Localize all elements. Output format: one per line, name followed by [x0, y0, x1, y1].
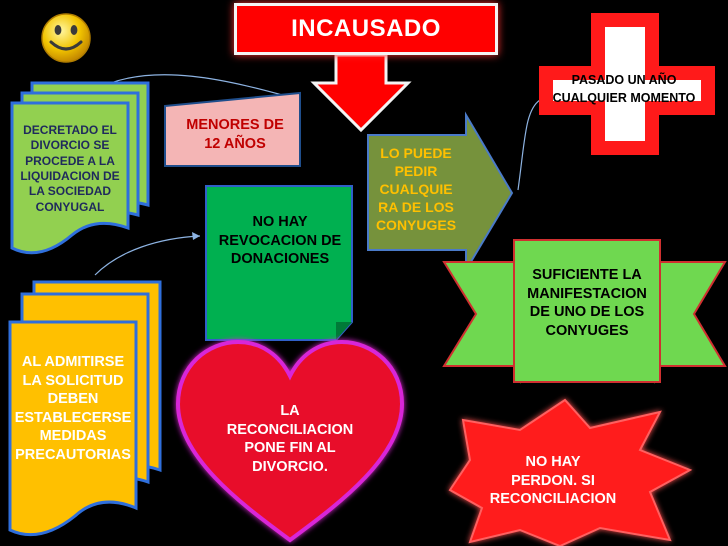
- connector-arrowhead: [192, 232, 200, 240]
- menores-shape: [164, 91, 301, 167]
- reconciliacion-text: LA RECONCILIACION PONE FIN AL DIVORCIO.: [226, 403, 354, 475]
- smiley-face-icon: [41, 13, 91, 63]
- lo-puede-text: LO PUEDE PEDIR CUALQUIE RA DE LOS CONYUG…: [375, 145, 457, 233]
- revocacion-note: [205, 185, 353, 341]
- pasado-text: PASADO UN AÑO CUALQUIER MOMENTO: [552, 73, 696, 106]
- decretado-document-stack: [10, 81, 150, 255]
- reconciliacion-heart: [175, 339, 405, 543]
- title-down-arrow: [310, 53, 412, 133]
- perdon-starburst: [448, 398, 693, 546]
- connector-decretado-revocacion: [94, 235, 201, 276]
- page-title: INCAUSADO: [291, 15, 441, 42]
- menores-text: MENORES DE 12 AÑOS: [186, 117, 284, 152]
- title-box: [234, 3, 498, 55]
- suficiente-text: SUFICIENTE LA MANIFESTACION DE UNO DE LO…: [527, 267, 647, 339]
- decretado-text: DECRETADO EL DIVORCIO SE PROCEDE A LA LI…: [20, 123, 120, 214]
- red-cross-icon: [539, 13, 715, 155]
- lo-puede-arrow-shape: [367, 111, 514, 274]
- connector-lo-puede-pasado: [517, 99, 541, 191]
- connector-decretado-menores: [94, 74, 301, 101]
- no-hay-perdon-text: NO HAY PERDON. SI RECONCILIACION: [489, 454, 617, 508]
- al-admitirse-text: AL ADMITIRSE LA SOLICITUD DEBEN ESTABLEC…: [14, 354, 132, 463]
- admitirse-document-stack: [8, 280, 162, 537]
- suficiente-ribbon: [442, 239, 727, 384]
- no-hay-revocacion-text: NO HAY REVOCACION DE DONACIONES: [218, 214, 342, 268]
